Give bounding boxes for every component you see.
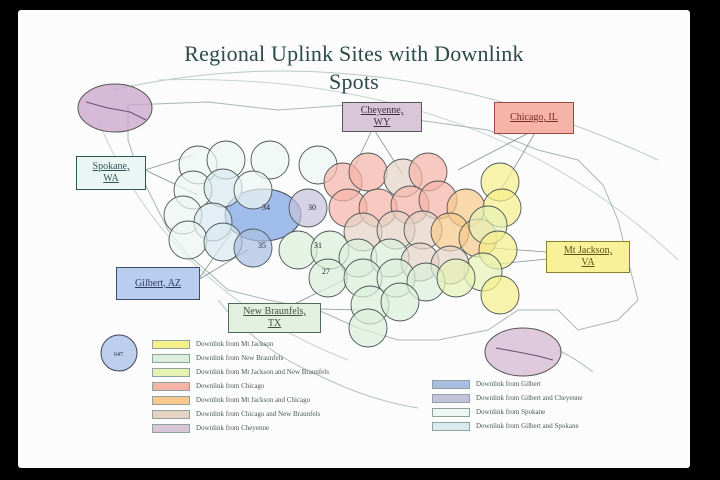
- legend-swatch: [432, 380, 470, 389]
- spot-number: 30: [308, 203, 316, 212]
- spot-number: 35: [258, 241, 266, 250]
- spot-beam: [288, 188, 328, 228]
- spot-beam: [348, 152, 388, 192]
- spot-beam: [250, 140, 290, 180]
- legend-swatch: [152, 410, 190, 419]
- legend-swatch: [152, 354, 190, 363]
- legend-label: Downlink from New Braunfels: [196, 354, 284, 362]
- spot-beam: [308, 258, 348, 298]
- spot-number: 647: [114, 352, 123, 358]
- site-label-chicago: Chicago, IL: [494, 102, 574, 134]
- spot-beam: [480, 275, 520, 315]
- spot-beam: [233, 228, 273, 268]
- legend-swatch: [432, 422, 470, 431]
- site-label-line: Mt Jackson,: [563, 245, 613, 256]
- site-label-line: Cheyenne,: [360, 105, 404, 116]
- title-line-1: Regional Uplink Sites with Downlink: [184, 41, 524, 66]
- spot-beam: [436, 258, 476, 298]
- site-label-line: Chicago, IL: [510, 112, 558, 123]
- site-label-line: Gilbert, AZ: [134, 277, 182, 289]
- caribbean-spot: [484, 327, 562, 377]
- caribbean-outline: [495, 347, 554, 361]
- legend-swatch: [152, 382, 190, 391]
- legend-label: Downlink from Gilbert and Cheyenne: [476, 394, 583, 402]
- legend-label: Downlink from Mt Jackson and Chicago: [196, 396, 311, 404]
- legend-swatch: [152, 340, 190, 349]
- legend-label: Downlink from Gilbert: [476, 380, 541, 388]
- hawaii-spot: [100, 334, 138, 372]
- spot-number: 27: [322, 267, 330, 276]
- legend-label: Downlink from Gilbert and Spokane: [476, 422, 579, 430]
- legend-swatch: [432, 408, 470, 417]
- spot-beam: [168, 220, 208, 260]
- spot-number: 31: [314, 241, 322, 250]
- site-label-line: WY: [373, 117, 391, 128]
- globe-arc: [157, 79, 679, 261]
- site-label-line: Spokane,: [92, 161, 130, 172]
- title-line-2: Spots: [329, 69, 379, 94]
- presentation-slide: 34 30 35 31 27 647 Regional Uplink Sites…: [18, 10, 690, 468]
- legend-label: Downlink from Spokane: [476, 408, 546, 416]
- alaska-spot: [77, 83, 153, 133]
- legend-label: Downlink from Cheyenne: [196, 424, 270, 432]
- legend-label: Downlink from Chicago: [196, 382, 265, 390]
- spot-beam: [348, 308, 388, 348]
- site-label-line: WA: [103, 173, 119, 184]
- coast-outline: [557, 349, 594, 373]
- slide-title: Regional Uplink Sites with Downlink Spot…: [18, 40, 690, 96]
- globe-arc: [112, 70, 659, 161]
- legend-swatch: [152, 368, 190, 377]
- site-label-line: New Braunfels,: [243, 306, 306, 317]
- site-label-gilbert: Gilbert, AZ: [116, 267, 200, 300]
- site-label-line: TX: [267, 318, 282, 329]
- site-label-line: VA: [581, 257, 595, 268]
- spot-beam: [233, 170, 273, 210]
- legend-swatch: [152, 424, 190, 433]
- site-label-mt-jackson: Mt Jackson, VA: [546, 241, 630, 273]
- legend-label: Downlink from Chicago and New Braunfels: [196, 410, 321, 418]
- legend-label: Downlink from Mt Jackson and New Braunfe…: [196, 368, 329, 376]
- site-label-new-braunfels: New Braunfels, TX: [228, 303, 321, 333]
- legend-label: Downlink from Mt Jackson: [196, 340, 274, 348]
- spot-beams: [163, 140, 522, 348]
- alaska-outline: [85, 101, 147, 121]
- site-label-cheyenne: Cheyenne, WY: [342, 102, 422, 132]
- legend-swatch: [432, 394, 470, 403]
- spot-number: 34: [262, 203, 270, 212]
- site-label-spokane: Spokane, WA: [76, 156, 146, 190]
- us-spot-beam-map: 34 30 35 31 27 647: [77, 70, 679, 409]
- legend-swatch: [152, 396, 190, 405]
- spot-beam: [380, 282, 420, 322]
